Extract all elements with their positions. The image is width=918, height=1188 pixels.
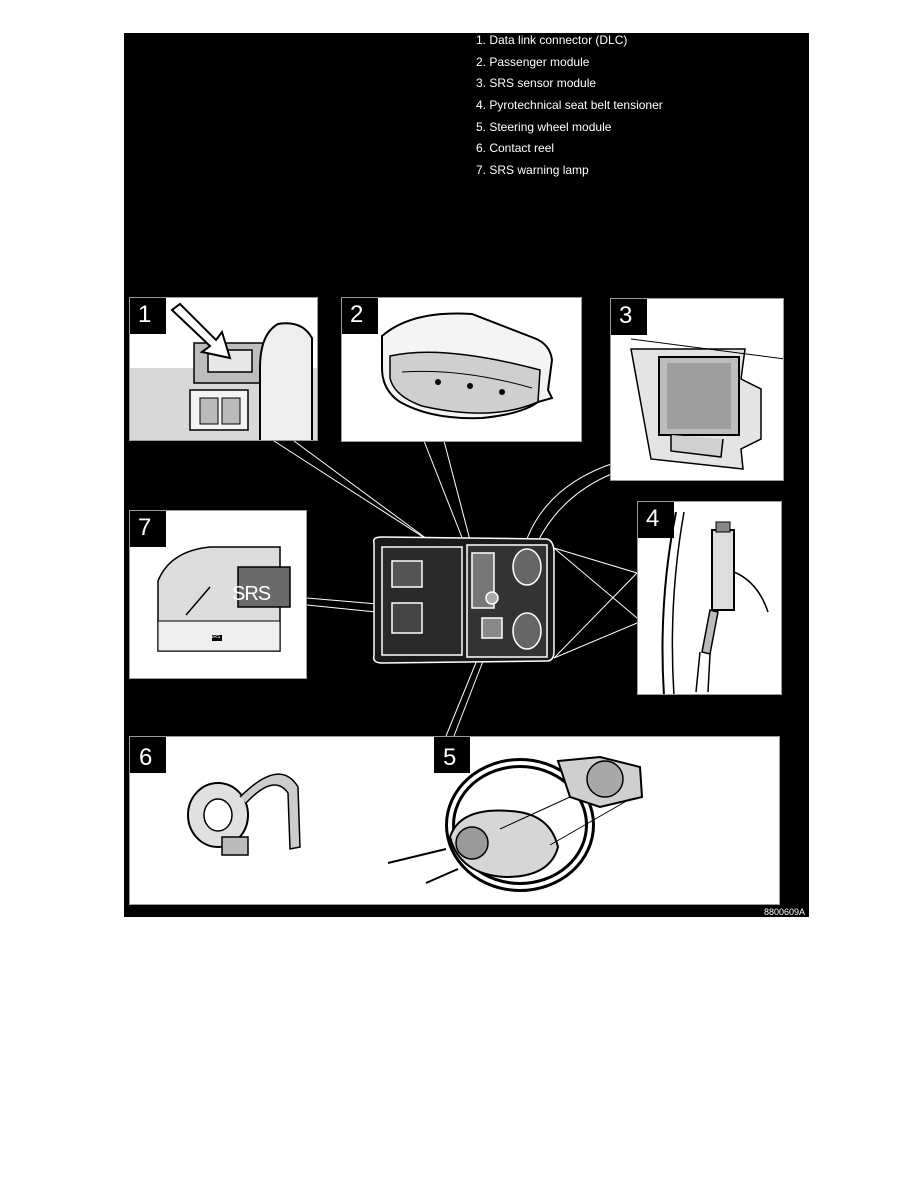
panel-number: 2 [350, 301, 364, 328]
component-legend: 1. Data link connector (DLC) 2. Passenge… [476, 33, 663, 185]
panel-srs-warning-lamp: 7 SRS SRS [129, 510, 307, 679]
panel-number: 1 [138, 301, 152, 328]
srs-lamp-label: SRS [232, 583, 271, 605]
panel-srs-sensor-module: 3 [610, 298, 784, 481]
legend-item-passenger-module: 2. Passenger module [476, 54, 590, 69]
legend-item-seat-belt-tensioner: 4. Pyrotechnical seat belt tensioner [476, 98, 663, 113]
panel-number: 4 [646, 505, 660, 532]
panel-passenger-module: 2 [341, 297, 582, 442]
panel-number-6: 6 [139, 744, 153, 771]
srs-lamp-small-label: SRS [210, 634, 221, 640]
contact-reel-drawing [187, 773, 301, 856]
panel-number: 3 [619, 302, 633, 329]
panel-data-link-connector: 1 [129, 297, 318, 441]
panel-contact-reel-and-steering-wheel: 6 5 [129, 736, 780, 905]
legend-item-steering-wheel-module: 5. Steering wheel module [476, 119, 612, 134]
figure-code: 8800609A [763, 907, 805, 917]
panel-number: 7 [138, 514, 152, 541]
steering-wheel-drawing [387, 755, 644, 892]
legend-item-srs-warning-lamp: 7. SRS warning lamp [476, 163, 589, 178]
legend-item-contact-reel: 6. Contact reel [476, 141, 555, 156]
panel-number-5: 5 [443, 744, 457, 771]
vehicle-top-view [372, 536, 555, 664]
legend-item-srs-sensor-module: 3. SRS sensor module [476, 76, 597, 91]
legend-item-dlc: 1. Data link connector (DLC) [476, 33, 628, 47]
srs-component-figure: 1. Data link connector (DLC) 2. Passenge… [124, 33, 809, 917]
panel-seat-belt-tensioner: 4 [637, 501, 782, 695]
